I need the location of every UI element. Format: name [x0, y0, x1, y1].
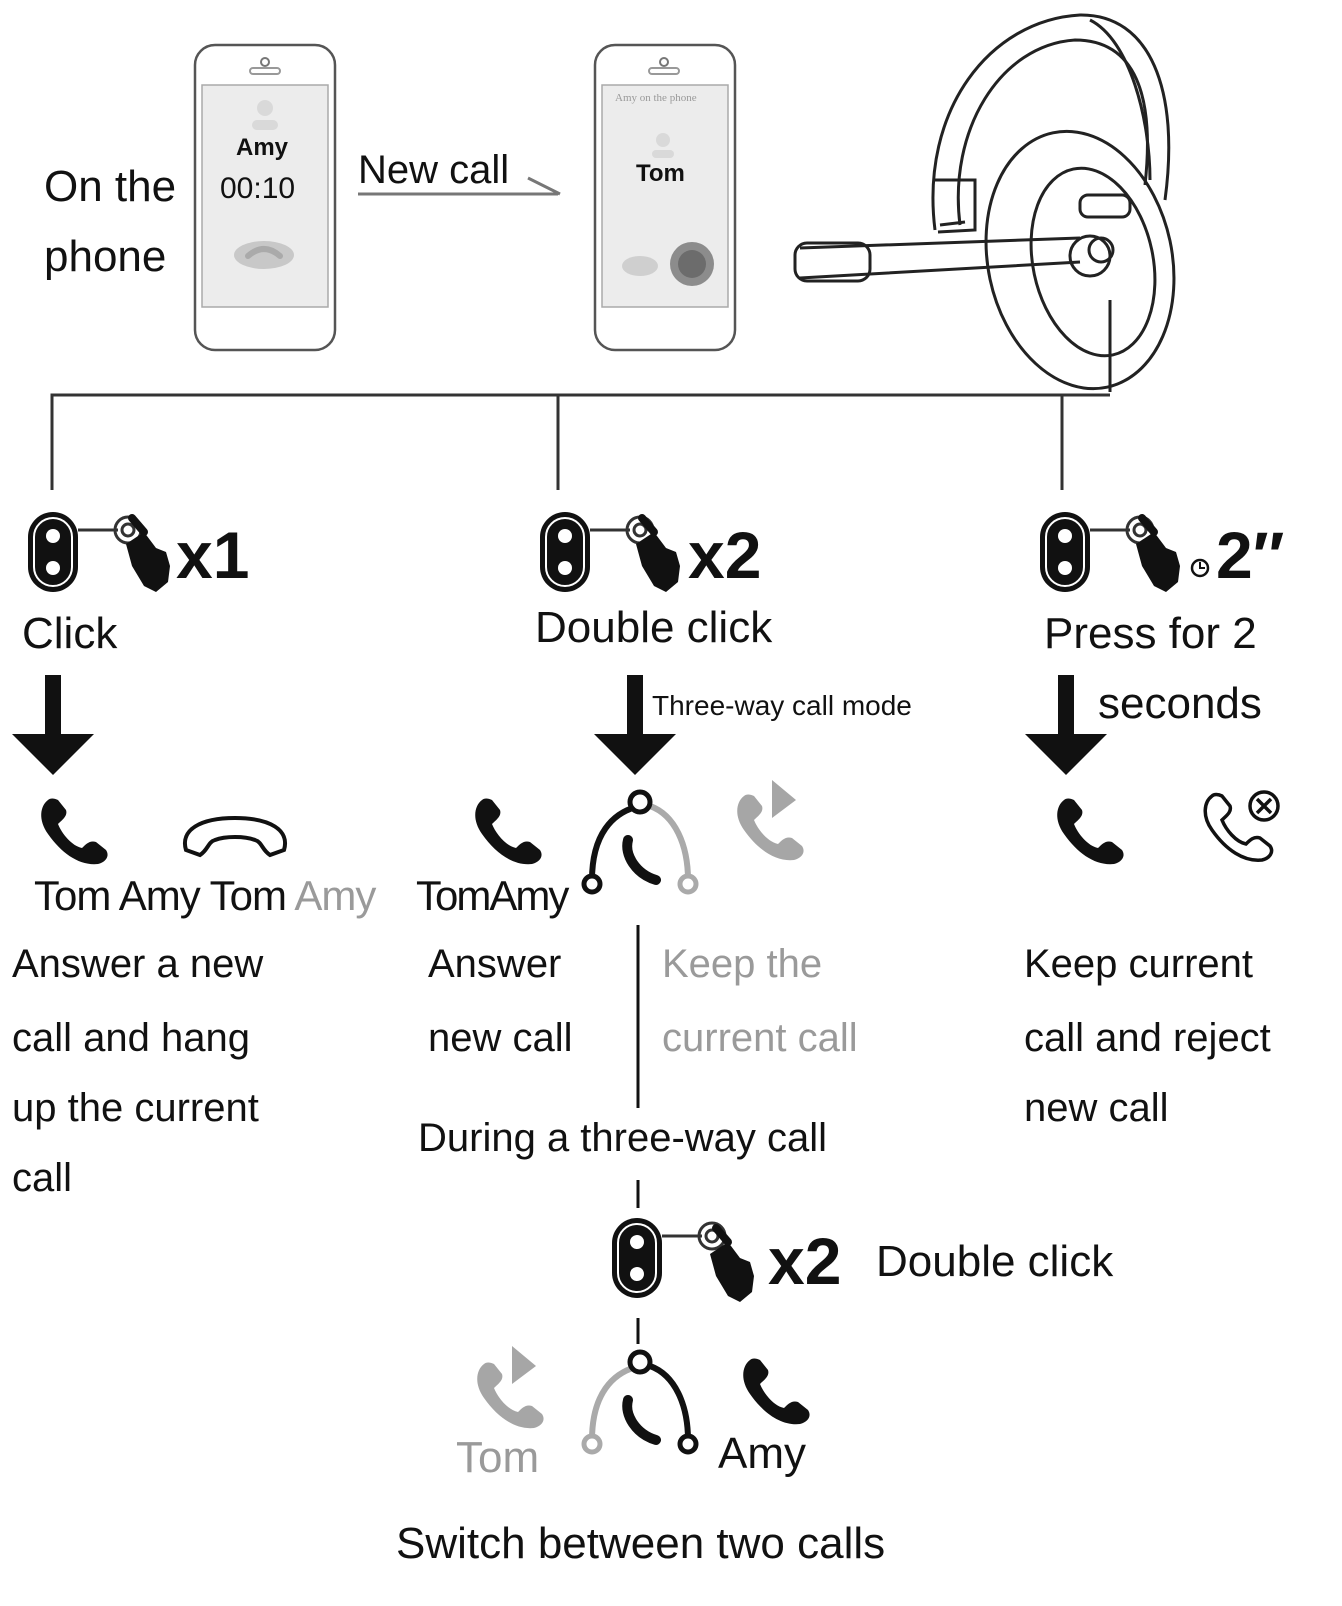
press-desc-1: Keep current — [1024, 942, 1254, 986]
three-way-count: x2 — [768, 1224, 842, 1298]
double-name-tom: Tom — [416, 872, 491, 919]
click-desc-3: up the current — [12, 1086, 259, 1130]
press-duration: 2″ — [1216, 518, 1285, 592]
double-answer-line1: Answer — [428, 942, 562, 986]
timer-icon — [1190, 558, 1210, 578]
double-name-row: TomAmy — [416, 872, 569, 920]
new-call-label: New call — [358, 148, 510, 192]
click-desc-2: call and hang — [12, 1016, 250, 1060]
press-label-line2: seconds — [1098, 679, 1262, 728]
switch-calls-caption: Switch between two calls — [396, 1519, 886, 1568]
click-name-tom: Tom — [34, 872, 111, 919]
phone-current-mockup — [0, 0, 337, 352]
click-name-amy: Amy — [118, 872, 201, 919]
press-desc-2: call and reject — [1024, 1016, 1271, 1060]
double-keep-line2: current call — [662, 1016, 858, 1060]
click-count: x1 — [176, 518, 250, 592]
state-label-line2: phone — [44, 232, 167, 281]
click-name-tom-2: Tom — [209, 872, 287, 919]
double-label: Double click — [535, 603, 773, 652]
three-way-label: Double click — [876, 1237, 1114, 1286]
press-desc-3: new call — [1024, 1086, 1169, 1130]
phone-incoming-mockup — [0, 0, 737, 352]
click-desc-1: Answer a new — [12, 942, 264, 986]
phone-current-timer: 00:10 — [220, 172, 296, 205]
double-name-amy: Amy — [489, 872, 569, 919]
click-label: Click — [22, 609, 118, 658]
three-way-mode-note: Three-way call mode — [652, 690, 912, 721]
during-three-way-label: During a three-way call — [418, 1116, 828, 1160]
three-way-name-amy: Amy — [718, 1429, 806, 1478]
three-way-name-tom: Tom — [456, 1433, 540, 1482]
state-label-line1: On the — [44, 162, 177, 211]
double-answer-line2: new call — [428, 1016, 573, 1060]
click-desc-4: call — [12, 1156, 73, 1200]
press-label-line1: Press for 2 — [1044, 609, 1257, 658]
phone-incoming-status: Amy on the phone — [615, 92, 697, 104]
phone-incoming-caller: Tom — [636, 160, 685, 187]
phone-current-caller: Amy — [236, 134, 289, 161]
double-count: x2 — [688, 518, 762, 592]
click-name-row: Tom Amy Tom Amy — [34, 872, 376, 920]
click-name-amy-muted: Amy — [294, 872, 376, 919]
double-keep-line1: Keep the — [662, 942, 823, 986]
